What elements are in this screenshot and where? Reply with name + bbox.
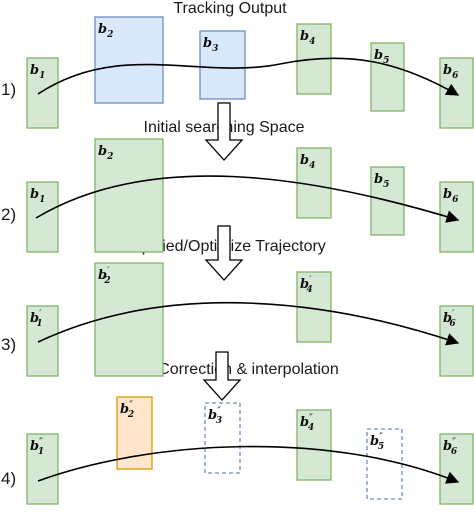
down-arrow-icon-3 bbox=[202, 351, 242, 401]
box-label: b1 bbox=[30, 63, 45, 81]
box-label: b6 bbox=[443, 187, 459, 205]
trajectory-curve-row3 bbox=[37, 301, 460, 346]
box-row4-b5: b″5 bbox=[366, 428, 403, 500]
box-label: b4 bbox=[300, 29, 315, 47]
down-arrows-layer bbox=[202, 102, 244, 401]
box-row3-b2: b′2 bbox=[94, 262, 164, 377]
box-label: b1 bbox=[30, 187, 45, 205]
bounding-box bbox=[370, 42, 405, 112]
box-row1-b6: b6 bbox=[439, 57, 474, 129]
trajectory-curve-row2 bbox=[35, 175, 460, 223]
box-label: b6 bbox=[443, 63, 459, 81]
bounding-box bbox=[94, 16, 164, 104]
trajectory-curve-row4 bbox=[37, 445, 460, 484]
box-label: b″5 bbox=[370, 432, 384, 452]
box-row4-b3: b″3 bbox=[204, 402, 241, 474]
box-label: b″2 bbox=[120, 400, 134, 420]
box-row1-b3: b3 bbox=[199, 30, 246, 100]
row-label-1: 1) bbox=[1, 80, 16, 99]
box-row1-b1: b1 bbox=[26, 57, 59, 129]
box-label: b2 bbox=[98, 144, 113, 162]
box-label: b′1 bbox=[30, 309, 43, 329]
box-label: b5 bbox=[374, 48, 389, 66]
bounding-box bbox=[204, 402, 241, 474]
bounding-box bbox=[116, 396, 153, 470]
boxes-layer: b1 b2 b3 b4 b5 b6 b1 b2 b4 b5 b6 b′1 b′2 b′4 b′6 b″1 b″2… bbox=[26, 16, 474, 505]
row-label-2: 2) bbox=[1, 205, 16, 224]
box-label: b3 bbox=[203, 36, 218, 54]
box-row2-b6: b6 bbox=[439, 181, 474, 253]
bounding-box bbox=[199, 30, 246, 100]
box-label: b″6 bbox=[443, 437, 458, 457]
bounding-box bbox=[26, 181, 59, 253]
caption-tracking-output: Tracking Output bbox=[173, 0, 287, 17]
box-row3-b1: b′1 bbox=[26, 305, 59, 377]
down-arrow-icon-1 bbox=[204, 102, 244, 161]
box-label: b′4 bbox=[300, 275, 313, 295]
curves-layer bbox=[35, 57, 460, 484]
box-row2-b2: b2 bbox=[94, 138, 164, 253]
bounding-box bbox=[296, 409, 332, 481]
down-arrow-icon-2 bbox=[204, 225, 244, 281]
box-row4-b1: b″1 bbox=[26, 433, 59, 505]
box-row3-b6: b′6 bbox=[439, 305, 474, 377]
bounding-box bbox=[26, 57, 59, 129]
box-row4-b4: b″4 bbox=[296, 409, 332, 481]
bounding-box bbox=[94, 138, 164, 253]
box-label: b2 bbox=[98, 22, 113, 40]
box-label: b′2 bbox=[98, 266, 111, 286]
box-row2-b1: b1 bbox=[26, 181, 59, 253]
box-row4-b6: b″6 bbox=[439, 433, 474, 505]
bounding-box bbox=[26, 305, 59, 377]
box-row1-b5: b5 bbox=[370, 42, 405, 112]
box-label: b′6 bbox=[443, 309, 456, 329]
box-label: b″3 bbox=[208, 406, 222, 426]
trajectory-curve-row1 bbox=[37, 57, 460, 96]
bounding-box bbox=[439, 433, 474, 505]
row-label-4: 4) bbox=[1, 469, 16, 488]
box-label: b4 bbox=[300, 153, 315, 171]
box-label: b″4 bbox=[300, 413, 314, 433]
box-row1-b2: b2 bbox=[94, 16, 164, 104]
bounding-box bbox=[94, 262, 164, 377]
box-label: b5 bbox=[374, 172, 389, 190]
box-label: b″1 bbox=[30, 437, 44, 457]
bounding-box bbox=[26, 433, 59, 505]
row-label-3: 3) bbox=[1, 335, 16, 354]
box-row4-b2: b″2 bbox=[116, 396, 153, 470]
